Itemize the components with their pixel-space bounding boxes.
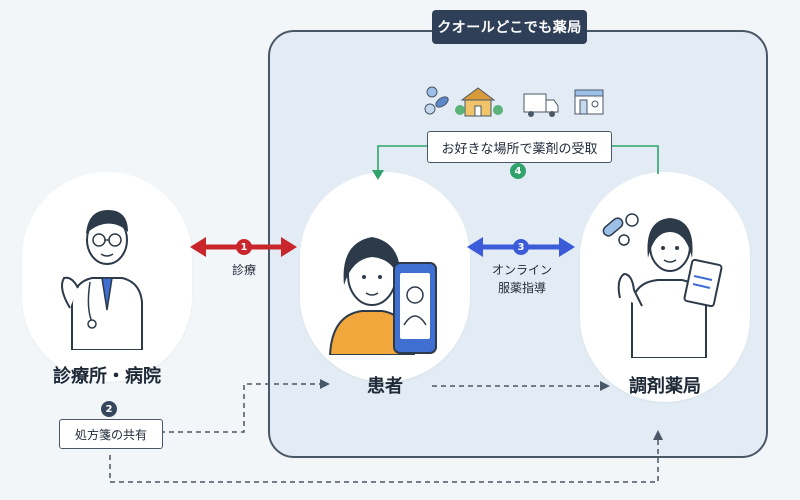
service-title: クオールどこでも薬局: [432, 10, 587, 44]
step-2-badge: 2: [101, 401, 117, 417]
pickup-label: お好きな場所で薬剤の受取: [427, 131, 612, 163]
prescription-arrowhead-patient: [320, 379, 330, 389]
house-icon: [455, 87, 503, 117]
consult-arrowhead-right: [281, 237, 297, 257]
consult-arrowhead-left: [190, 237, 206, 257]
pickup-icons: [424, 86, 604, 117]
patient-illustration: [328, 237, 437, 355]
step-3-badge: 3: [513, 239, 529, 255]
prescription-route-pharmacy: [109, 438, 659, 483]
clinic-label: 診療所・病院: [53, 366, 161, 387]
pharmacist-illustration: [602, 213, 723, 358]
prescription-route-patient: [160, 383, 322, 433]
prescription-share-label: 処方箋の共有: [59, 419, 163, 449]
guidance-arrowhead-right: [559, 237, 575, 257]
store-icon: [574, 89, 604, 115]
pickup-arrowhead: [372, 170, 384, 180]
pharmacy-label: 調剤薬局: [629, 376, 701, 397]
consultation-label: 診療: [231, 263, 256, 277]
pills-icon: [424, 86, 449, 115]
online-guidance-line1: オンライン: [491, 263, 552, 277]
pharmacy-arrowhead-up: [653, 430, 663, 440]
step-4-badge: 4: [510, 163, 526, 179]
delivery-truck-icon: [523, 93, 559, 117]
step-1-badge: 1: [236, 239, 252, 255]
online-guidance-line2: 服薬指導: [497, 281, 546, 295]
guidance-arrowhead-left: [467, 237, 483, 257]
patient-label: 患者: [367, 376, 403, 397]
pharmacy-arrowhead-right: [600, 381, 610, 391]
doctor-illustration: [61, 210, 143, 350]
